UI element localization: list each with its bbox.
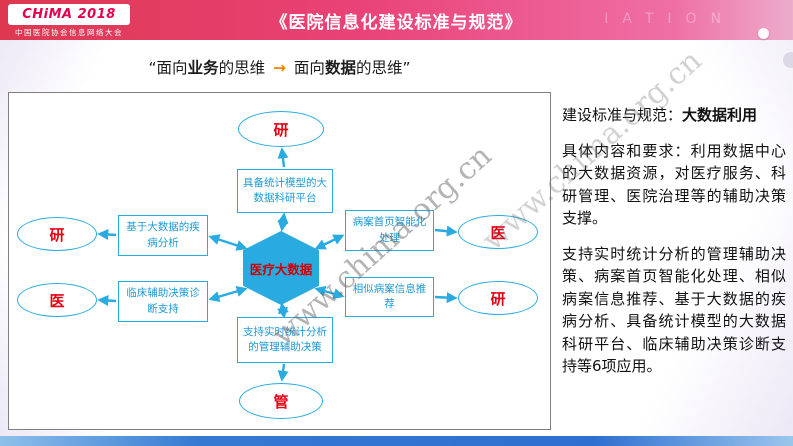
box-management-decision: 支持实时统计分析的管理辅助决策 bbox=[237, 317, 333, 363]
arrow-bottombox-to-bottom-ellipse bbox=[277, 363, 289, 382]
ellipse-medical-left: 医 bbox=[17, 283, 97, 317]
ellipse-management-bottom: 管 bbox=[239, 383, 323, 419]
arrow-hexagon-rightbottombox bbox=[314, 285, 345, 300]
panel-heading-prefix: 建设标准与规范： bbox=[562, 106, 683, 124]
arrow-righttopbox-to-ellipse bbox=[434, 225, 458, 237]
subtitle-text-1: “面向 bbox=[148, 59, 188, 77]
box-similar-records: 相似病案信息推荐 bbox=[345, 277, 434, 317]
subtitle-text-4: 的思维” bbox=[355, 59, 411, 77]
chima-logo-subtitle: 中国医院协会信息网络大会 bbox=[15, 28, 123, 37]
chima-logo: CHiMA 2018 bbox=[8, 4, 130, 25]
panel-heading-bold: 大数据利用 bbox=[682, 106, 758, 124]
box-disease-analysis: 基于大数据的疾病分析 bbox=[118, 215, 208, 256]
subtitle-bold-business: 业务 bbox=[187, 59, 219, 77]
arrow-rightbottombox-to-ellipse bbox=[434, 292, 458, 304]
ellipse-research-left: 研 bbox=[17, 217, 97, 251]
decorative-dot-top bbox=[758, 28, 769, 39]
slide-title: 《医院信息化建设标准与规范》 bbox=[270, 12, 523, 33]
box-clinical-decision: 临床辅助决策诊断支持 bbox=[118, 281, 208, 322]
subtitle-text-3: 面向 bbox=[289, 59, 325, 77]
arrow-lefttopbox-to-ellipse bbox=[97, 229, 117, 241]
arrow-hexagon-righttopbox bbox=[314, 234, 345, 250]
bottom-bar bbox=[0, 436, 793, 446]
panel-paragraph-1: 具体内容和要求：利用数据中心的大数据资源，对医疗服务、科研管理、医院治理等的辅助… bbox=[562, 141, 786, 228]
box-record-processing: 病案首页智能化处理 bbox=[345, 210, 434, 251]
panel-heading: 建设标准与规范：大数据利用 bbox=[562, 104, 786, 127]
diagram-arrows bbox=[97, 147, 458, 382]
header-bar: CHiMA 2018 中国医院协会信息网络大会 《医院信息化建设标准与规范》 I… bbox=[0, 0, 793, 40]
subtitle-bold-data: 数据 bbox=[324, 59, 356, 77]
box-research-platform: 具备统计模型的大数据科研平台 bbox=[237, 169, 333, 213]
ellipse-research-right: 研 bbox=[458, 281, 538, 315]
arrow-hexagon-lefttopbox bbox=[208, 234, 248, 251]
arrow-hexagon-bottombox bbox=[277, 302, 289, 319]
ellipse-medical-right: 医 bbox=[458, 215, 538, 249]
right-arrow-icon: → bbox=[273, 59, 286, 77]
arrow-hexagon-leftbottombox bbox=[208, 286, 248, 302]
panel-paragraph-2: 支持实时统计分析的管理辅助决策、病案首页智能化处理、相似病案信息推荐、基于大数据… bbox=[562, 244, 786, 376]
slide-subtitle: “面向业务的思维 → 面向数据的思维” bbox=[8, 56, 551, 78]
header-watermark-letters: IATION bbox=[604, 11, 735, 27]
arrow-topbox-to-top-ellipse bbox=[277, 147, 289, 168]
arrow-leftbottombox-to-ellipse bbox=[97, 295, 117, 307]
info-panel: 建设标准与规范：大数据利用 具体内容和要求：利用数据中心的大数据资源，对医疗服务… bbox=[562, 104, 786, 391]
decorative-dot-edge bbox=[783, 52, 793, 68]
arrow-hexagon-topbox bbox=[277, 212, 289, 232]
ellipse-research-top: 研 bbox=[238, 111, 324, 147]
big-data-diagram: 医疗大数据 研 研 医 医 研 管 具备统计模型的大数据科研平台 基于大数据的疾… bbox=[8, 92, 551, 430]
subtitle-text-2: 的思维 bbox=[218, 59, 270, 77]
